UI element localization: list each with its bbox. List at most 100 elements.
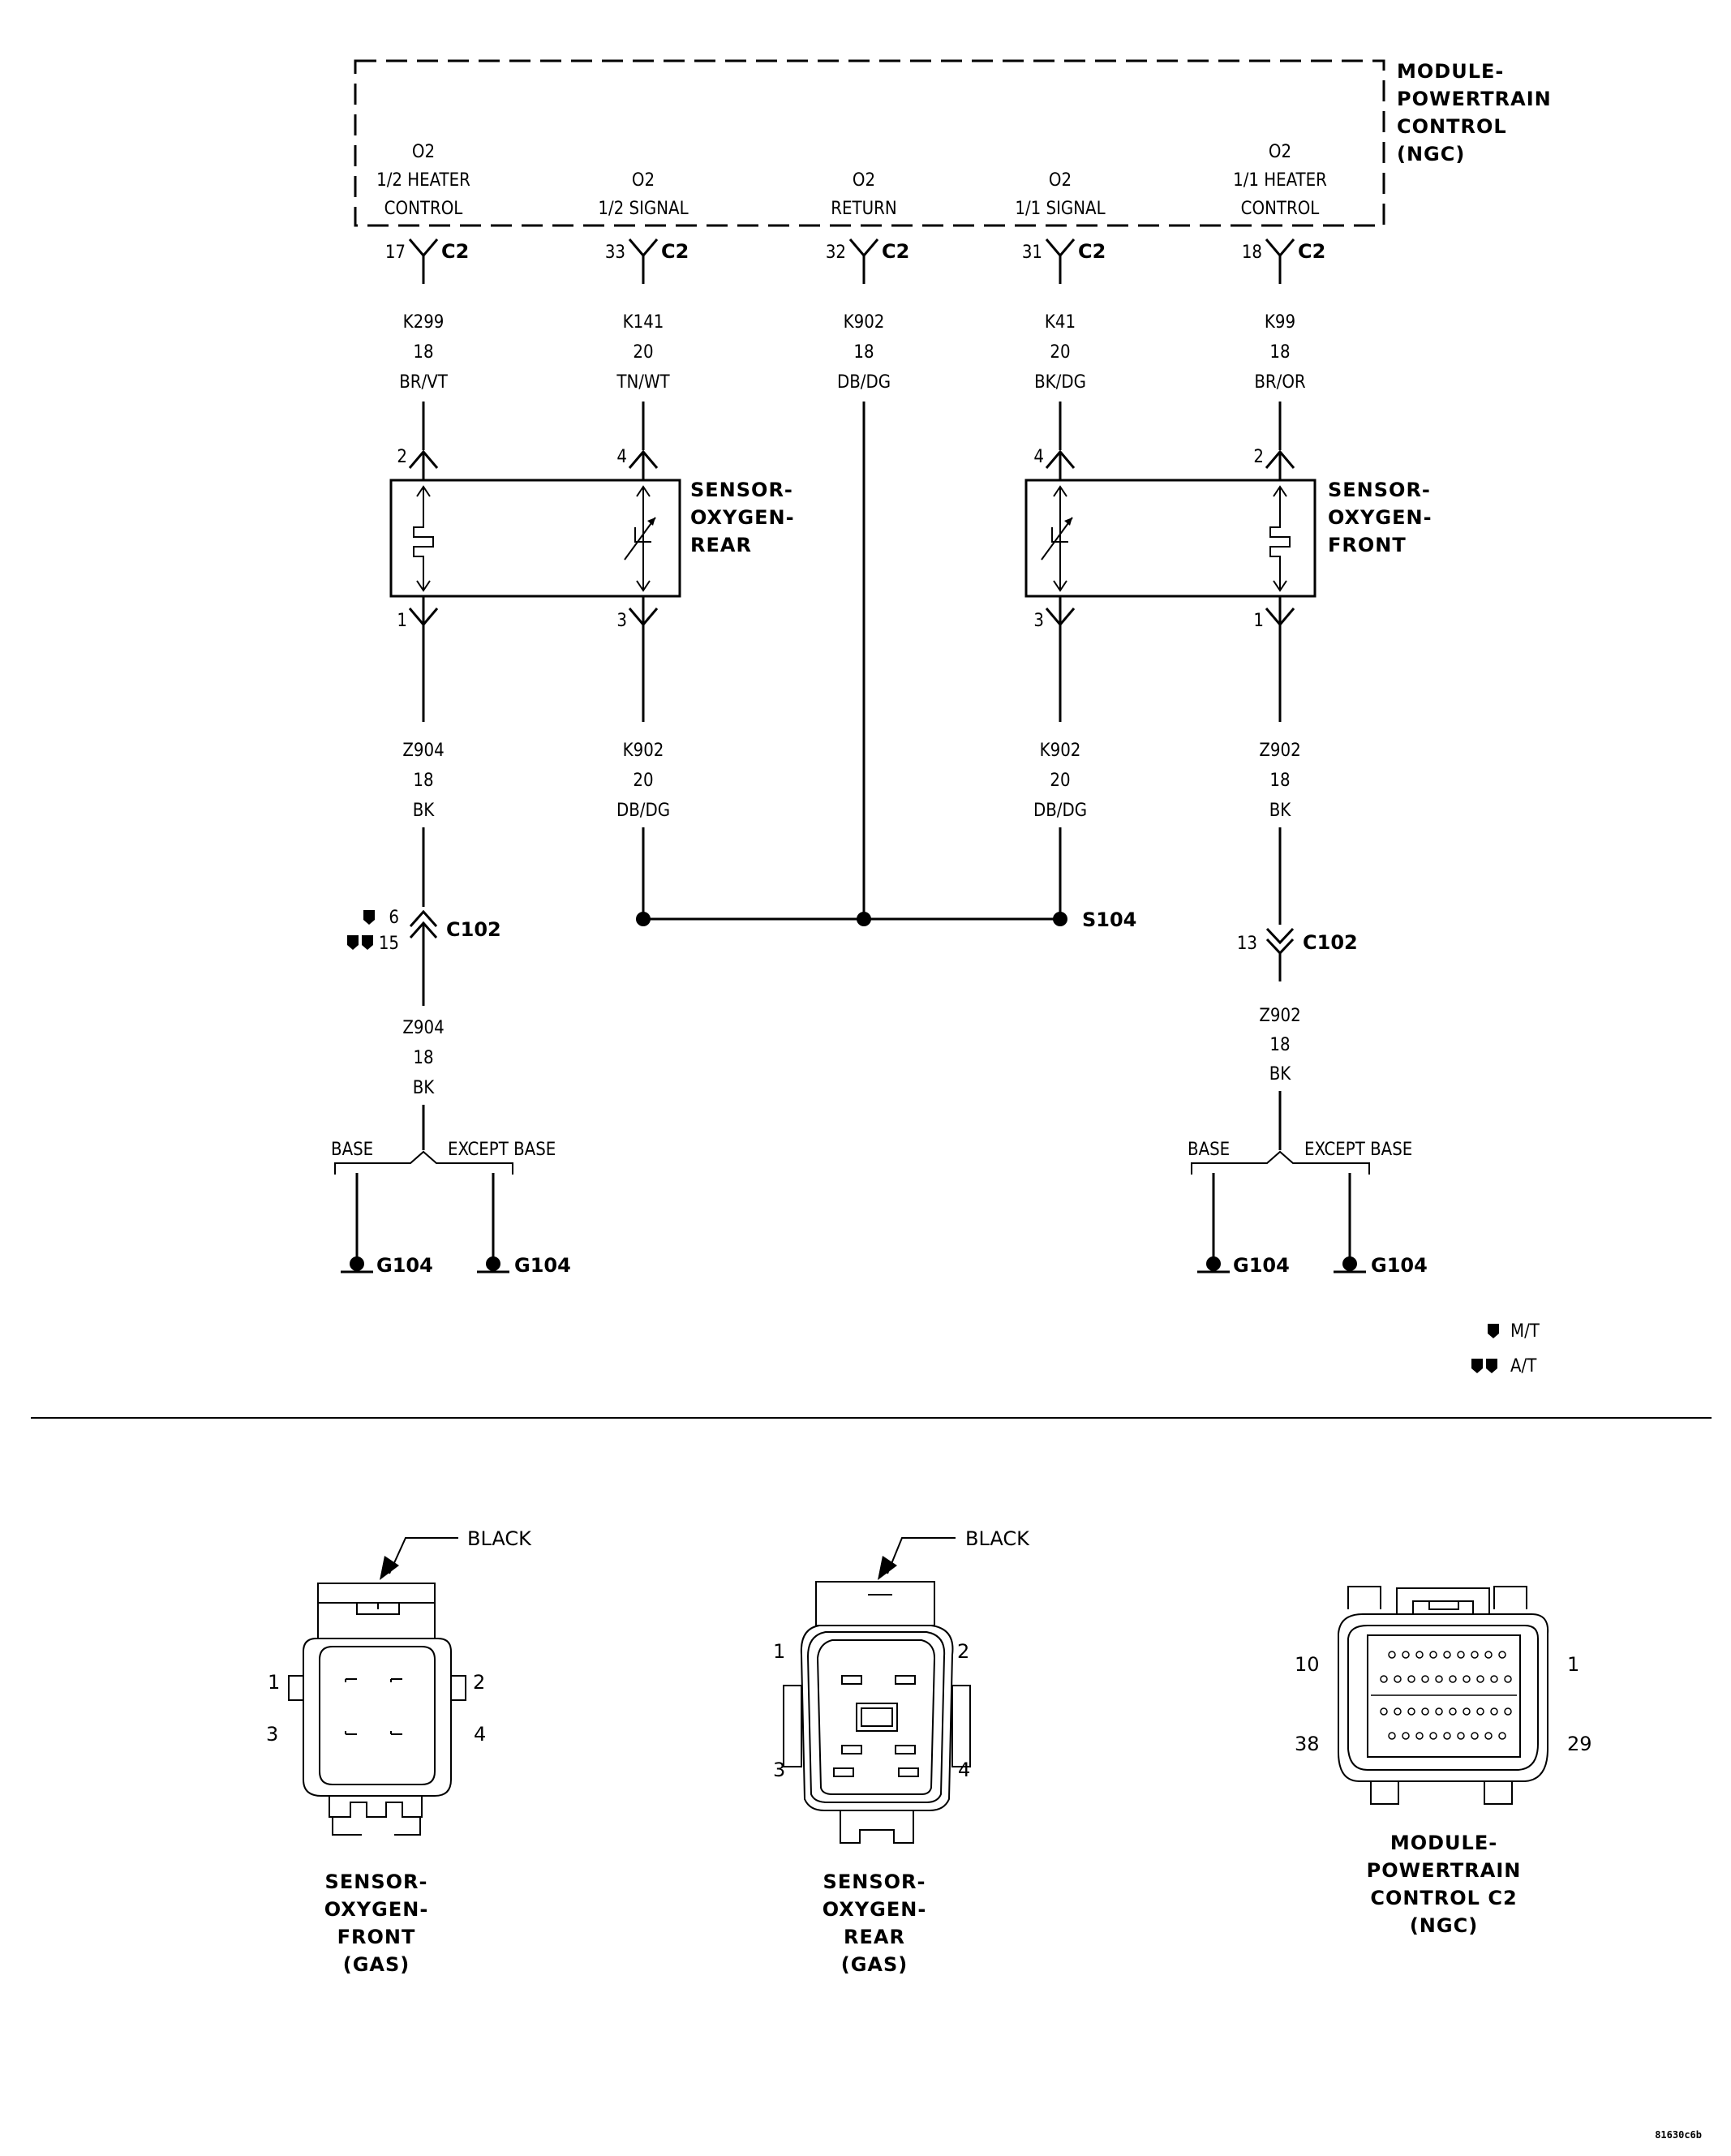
svg-text:Z902: Z902 bbox=[1259, 1006, 1300, 1026]
connector-front-title: SENSOR- OXYGEN- FRONT (GAS) bbox=[324, 1870, 428, 1976]
svg-text:Z904: Z904 bbox=[402, 741, 444, 761]
pin-cavity bbox=[1415, 1732, 1424, 1740]
svg-text:1: 1 bbox=[268, 1671, 280, 1694]
svg-text:C2: C2 bbox=[661, 240, 689, 263]
pin-cavity bbox=[1484, 1732, 1493, 1740]
svg-text:4: 4 bbox=[616, 447, 627, 467]
svg-text:20: 20 bbox=[1050, 342, 1070, 363]
svg-text:BASE: BASE bbox=[331, 1140, 373, 1160]
pin-cavity bbox=[1504, 1675, 1512, 1683]
svg-text:MODULE-: MODULE- bbox=[1397, 60, 1504, 83]
svg-text:CONTROL: CONTROL bbox=[1397, 115, 1507, 138]
svg-text:O2: O2 bbox=[632, 170, 655, 191]
pin-cavity bbox=[1443, 1732, 1451, 1740]
svg-text:3: 3 bbox=[1033, 611, 1044, 631]
pin-cavity bbox=[1490, 1675, 1498, 1683]
pin-cavity bbox=[1463, 1675, 1471, 1683]
sensor-front-title: SENSOR- OXYGEN- FRONT bbox=[1328, 479, 1432, 556]
svg-text:18: 18 bbox=[1269, 771, 1290, 791]
svg-text:13: 13 bbox=[1237, 934, 1257, 954]
svg-text:CONTROL: CONTROL bbox=[384, 199, 463, 219]
sensor-rear-box bbox=[389, 479, 681, 598]
pcm-module-title: MODULE- POWERTRAIN CONTROL (NGC) bbox=[1397, 60, 1551, 165]
svg-text:1: 1 bbox=[397, 611, 407, 631]
svg-text:1/2 HEATER: 1/2 HEATER bbox=[376, 170, 470, 191]
svg-text:REAR: REAR bbox=[844, 1926, 905, 1948]
svg-text:FRONT: FRONT bbox=[1328, 534, 1407, 556]
ground-labels-left: BASE EXCEPT BASE G104 G104 bbox=[331, 1140, 571, 1277]
svg-text:2: 2 bbox=[397, 447, 407, 467]
svg-text:29: 29 bbox=[1567, 1733, 1592, 1755]
svg-text:MODULE-: MODULE- bbox=[1390, 1832, 1497, 1854]
svg-text:C2: C2 bbox=[1298, 240, 1325, 263]
svg-text:20: 20 bbox=[633, 342, 653, 363]
svg-text:K902: K902 bbox=[623, 741, 664, 761]
svg-text:4: 4 bbox=[958, 1759, 970, 1781]
svg-text:BK: BK bbox=[1269, 1064, 1292, 1084]
svg-text:K41: K41 bbox=[1045, 312, 1076, 333]
svg-text:1/1 HEATER: 1/1 HEATER bbox=[1233, 170, 1327, 191]
pin-cavity bbox=[1402, 1732, 1410, 1740]
svg-text:O2: O2 bbox=[1269, 142, 1291, 162]
sensor-below-circuit-labels: Z904 18 BK K902 20 DB/DG K902 20 DB/DG Z… bbox=[402, 741, 1300, 821]
svg-text:M/T: M/T bbox=[1510, 1321, 1540, 1342]
svg-text:17: 17 bbox=[385, 243, 406, 263]
svg-text:G104: G104 bbox=[1371, 1254, 1428, 1277]
at-marker-c102 bbox=[347, 935, 373, 950]
pin-cavity bbox=[1421, 1707, 1429, 1716]
pin-cavity bbox=[1504, 1707, 1512, 1716]
pin-cavity bbox=[1402, 1651, 1410, 1659]
svg-text:DB/DG: DB/DG bbox=[837, 372, 891, 393]
sensor-rear-title: SENSOR- OXYGEN- REAR bbox=[690, 479, 794, 556]
svg-text:BK/DG: BK/DG bbox=[1034, 372, 1086, 393]
connector-rear-pins: 1 2 3 4 bbox=[773, 1640, 970, 1781]
svg-text:32: 32 bbox=[826, 243, 846, 263]
svg-text:BASE: BASE bbox=[1188, 1140, 1230, 1160]
pin-cavity bbox=[1407, 1707, 1415, 1716]
svg-text:C2: C2 bbox=[882, 240, 909, 263]
pin-cavity bbox=[1449, 1675, 1457, 1683]
pcm-pin-labels: O2 1/2 HEATER CONTROL O2 1/2 SIGNAL O2 R… bbox=[376, 142, 1327, 219]
wires-lower bbox=[422, 827, 1282, 925]
ground-labels-right: BASE EXCEPT BASE G104 G104 bbox=[1188, 1140, 1428, 1277]
svg-text:1: 1 bbox=[1253, 611, 1264, 631]
pin-cavity bbox=[1407, 1675, 1415, 1683]
sensor-bottom-pin-numbers: 1 3 3 1 bbox=[397, 611, 1264, 631]
sensor-bottom-connectors bbox=[408, 596, 1295, 722]
pcm-pin-numbers: 17 33 32 31 18 bbox=[385, 243, 1262, 263]
svg-text:20: 20 bbox=[1050, 771, 1070, 791]
pin-cavity bbox=[1498, 1732, 1506, 1740]
pin-cavity bbox=[1490, 1707, 1498, 1716]
svg-text:20: 20 bbox=[633, 771, 653, 791]
pin-cavity bbox=[1449, 1707, 1457, 1716]
svg-text:18: 18 bbox=[1242, 243, 1262, 263]
connector-pcm-c2-view bbox=[1338, 1586, 1549, 1805]
svg-text:O2: O2 bbox=[853, 170, 875, 191]
sensor-top-connectors bbox=[408, 449, 1295, 480]
svg-text:18: 18 bbox=[413, 1048, 433, 1068]
svg-text:K299: K299 bbox=[403, 312, 445, 333]
svg-text:3: 3 bbox=[266, 1723, 278, 1746]
svg-text:C2: C2 bbox=[1078, 240, 1106, 263]
connector-front-view: BLACK bbox=[288, 1527, 532, 1836]
svg-text:TN/WT: TN/WT bbox=[616, 372, 670, 393]
svg-text:BR/OR: BR/OR bbox=[1254, 372, 1306, 393]
c102-left-connector: C102 6 15 bbox=[379, 908, 501, 1006]
svg-text:BK: BK bbox=[413, 1078, 436, 1098]
svg-text:DB/DG: DB/DG bbox=[616, 801, 670, 821]
svg-text:1/1 SIGNAL: 1/1 SIGNAL bbox=[1015, 199, 1105, 219]
svg-text:G104: G104 bbox=[376, 1254, 433, 1277]
svg-text:Z904: Z904 bbox=[402, 1018, 444, 1038]
svg-text:S104: S104 bbox=[1082, 908, 1136, 931]
svg-text:SENSOR-: SENSOR- bbox=[823, 1870, 926, 1893]
svg-text:CONTROL C2: CONTROL C2 bbox=[1370, 1887, 1517, 1909]
svg-text:BK: BK bbox=[413, 801, 436, 821]
pin-cavity bbox=[1380, 1707, 1388, 1716]
svg-text:K99: K99 bbox=[1265, 312, 1295, 333]
pin-cavity bbox=[1388, 1732, 1396, 1740]
svg-text:(GAS): (GAS) bbox=[841, 1953, 908, 1976]
splice-s104: S104 bbox=[636, 908, 1136, 931]
c102-right-connector: C102 13 bbox=[1237, 927, 1358, 981]
svg-text:2: 2 bbox=[957, 1640, 969, 1663]
